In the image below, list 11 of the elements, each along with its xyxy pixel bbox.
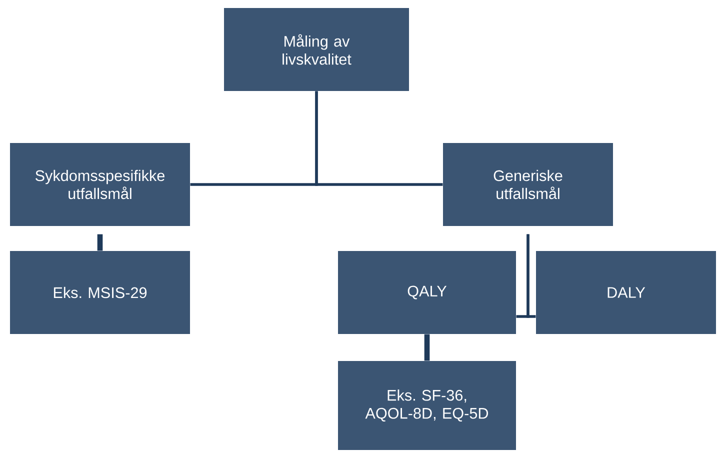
connector-line (526, 234, 536, 318)
process-box: Måling av livskvalitet (224, 8, 409, 91)
connector-line (424, 334, 430, 361)
process-box: Eks. MSIS-29 (10, 251, 190, 334)
process-box: Sykdomsspesifikke utfallsmål (10, 143, 190, 226)
connector-line (97, 234, 103, 251)
process-box: QALY (338, 251, 516, 334)
process-box: DALY (536, 251, 716, 334)
process-box: Eks. SF-36, AQOL-8D, EQ-5D (338, 361, 516, 450)
connector-line (315, 91, 443, 186)
process-box: Generiske utfallsmål (443, 143, 613, 226)
